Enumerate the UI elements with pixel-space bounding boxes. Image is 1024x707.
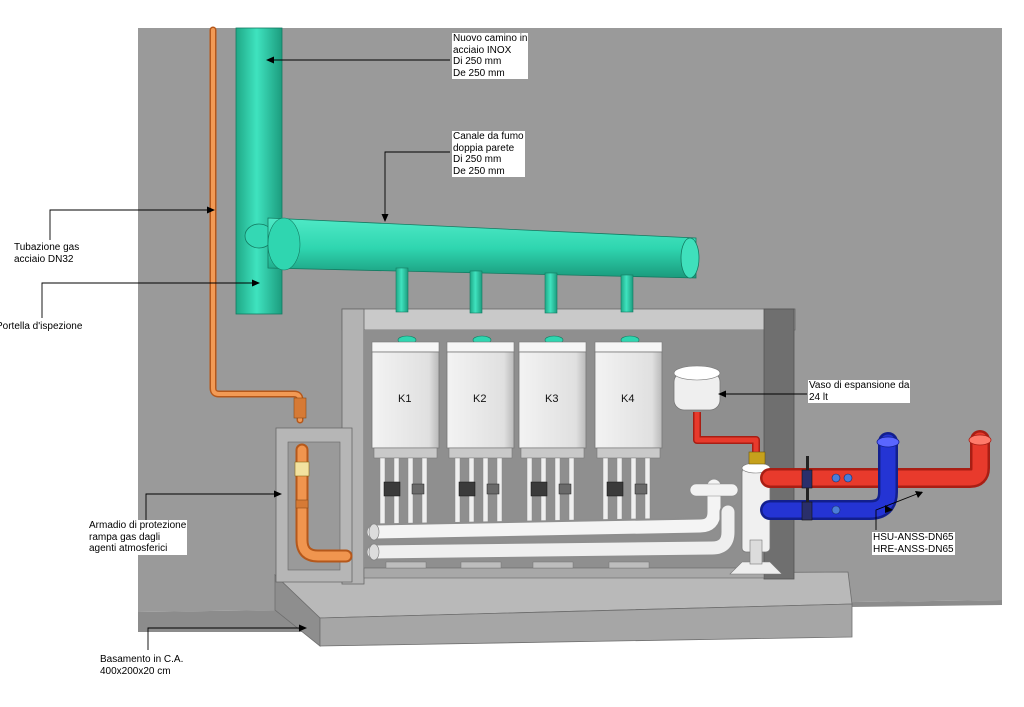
boiler-id-label: K2 (473, 393, 486, 405)
expansion-vessel (673, 365, 766, 465)
concrete-base (274, 571, 853, 647)
label-line: acciaio DN32 (14, 253, 74, 265)
label-line: Portella d'ispezione (0, 321, 83, 332)
boiler-top (371, 341, 440, 353)
boiler-k4: K4 (594, 335, 663, 569)
boiler-control-panel (373, 447, 438, 459)
label-line: HSU-ANSS-DN65 (872, 532, 955, 544)
arrowheads (207, 56, 923, 632)
boiler-valve (486, 483, 500, 495)
arrow-hydraulic-a (885, 505, 893, 513)
boiler-foot (532, 561, 574, 569)
boiler-body (371, 351, 440, 449)
boilers-group: K1 K2 K3 K4 (371, 335, 663, 569)
boiler-k3: K3 (518, 335, 587, 569)
label-line: De 250 mm (452, 67, 529, 79)
gas-valve (293, 397, 307, 419)
chimney (235, 27, 283, 315)
leader-lines (41, 59, 923, 650)
pipe-flange (689, 483, 739, 497)
boiler-top (446, 341, 515, 353)
distribution-pipes (365, 477, 737, 561)
boiler-valve (634, 483, 648, 495)
label-line: rampa gas dagli (88, 531, 188, 543)
label-line: 24 lt (808, 391, 911, 403)
boiler-pump (458, 481, 476, 497)
label-line: 400x200x20 cm (100, 665, 171, 677)
label-line: Canale da fumo (452, 131, 525, 143)
boiler-body (594, 351, 663, 449)
boiler-control-panel (520, 447, 585, 459)
label-gas-cabinet: Armadio di protezione rampa gas dagli ag… (88, 520, 188, 555)
leader-inspection (41, 282, 258, 318)
arrow-gas (207, 206, 215, 214)
arrow-flue (381, 214, 389, 222)
arrow-expansion (718, 390, 726, 398)
label-flue-channel: Canale da fumo doppia parete Di 250 mm D… (452, 131, 525, 177)
label-line: HRE-ANSS-DN65 (872, 543, 955, 555)
boiler-pump (383, 481, 401, 497)
label-line: doppia parete (452, 142, 525, 154)
label-line: Vaso di espansione da (808, 380, 911, 392)
flue-channel (267, 217, 700, 314)
hydraulic-separator (729, 462, 783, 575)
boiler-foot (385, 561, 427, 569)
boiler-id-label: K1 (398, 393, 411, 405)
leader-cabinet (145, 493, 280, 520)
boiler-control-panel (596, 447, 661, 459)
arrow-cabinet (274, 490, 282, 498)
label-line: De 250 mm (452, 165, 525, 177)
label-gas-pipe: Tubazione gas acciaio DN32 (14, 242, 79, 265)
boiler-body (446, 351, 515, 449)
supply-pipe-hot (760, 430, 992, 488)
label-line: Di 250 mm (452, 56, 529, 68)
pipe-end-cap (368, 523, 380, 541)
label-line: agenti atmosferici (88, 543, 188, 555)
boiler-top (518, 341, 587, 353)
label-line: Tubazione gas (14, 242, 80, 253)
label-line: acciaio INOX (452, 44, 529, 56)
label-line: Nuovo camino in (452, 33, 529, 45)
label-inspection-door: Portella d'ispezione (0, 321, 82, 333)
pipe-valves (801, 456, 853, 521)
arrow-inspection (252, 279, 260, 287)
label-concrete-base: Basamento in C.A. 400x200x20 cm (100, 654, 183, 677)
boiler-id-label: K3 (545, 393, 558, 405)
label-line: Basamento in C.A. (100, 654, 184, 665)
leader-flue (384, 151, 450, 220)
boiler-k2: K2 (446, 335, 515, 569)
label-expansion-vessel: Vaso di espansione da 24 lt (808, 380, 911, 403)
boiler-pump (530, 481, 548, 497)
leader-hydraulic (875, 491, 923, 530)
arrow-hydraulic-b (915, 491, 923, 498)
label-hydraulic-pipes: HSU-ANSS-DN65 HRE-ANSS-DN65 (872, 532, 955, 555)
leader-gas (49, 209, 213, 240)
boiler-valve (411, 483, 425, 495)
gas-filter (294, 461, 310, 477)
return-pipe-cold (760, 432, 900, 520)
gas-pipe (209, 26, 353, 563)
boiler-id-label: K4 (621, 393, 634, 405)
pipe-end-cap (368, 543, 380, 561)
boiler-foot (608, 561, 650, 569)
boiler-control-panel (448, 447, 513, 459)
arrow-base (299, 624, 307, 632)
label-chimney: Nuovo camino in acciaio INOX Di 250 mm D… (452, 33, 529, 79)
gas-fitting (295, 499, 309, 509)
label-line: Di 250 mm (452, 154, 525, 166)
arrow-chimney (266, 56, 274, 64)
boiler-foot (460, 561, 502, 569)
boiler-pump (606, 481, 624, 497)
boiler-top (594, 341, 663, 353)
leader-base (147, 627, 305, 650)
label-line: Armadio di protezione (88, 520, 188, 532)
boiler-k1: K1 (371, 335, 440, 569)
boiler-valve (558, 483, 572, 495)
